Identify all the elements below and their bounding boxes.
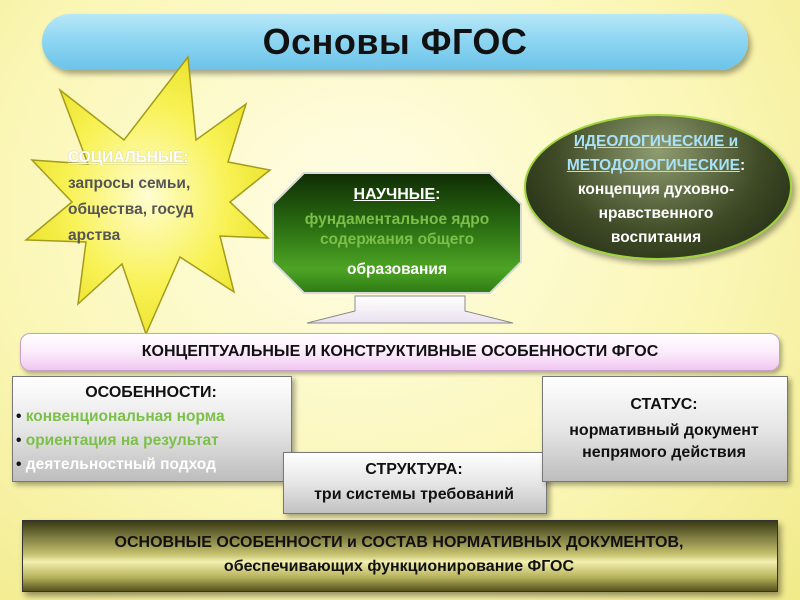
ideological-title-colon: : (739, 157, 746, 174)
social-block: СОЦИАЛЬНЫЕ: запросы семьи, общества, гос… (68, 145, 248, 249)
features-title: ОСОБЕННОСТИ: (85, 384, 217, 401)
social-line: арства (68, 227, 121, 244)
ideological-block: ИДЕОЛОГИЧЕСКИЕ и МЕТОДОЛОГИЧЕСКИЕ: конце… (524, 130, 788, 250)
structure-title: СТРУКТУРА: (365, 461, 463, 478)
features-item-text: ориентация на результат (25, 432, 219, 449)
social-title: СОЦИАЛЬНЫЕ: (68, 149, 189, 166)
social-line: запросы семьи, (68, 175, 191, 192)
status-box (542, 376, 788, 482)
bullet: • (16, 432, 22, 449)
bottom-line-1: ОСНОВНЫЕ ОСОБЕННОСТИ и СОСТАВ НОРМАТИВНЫ… (114, 534, 684, 551)
structure-text: три системы требований (314, 486, 514, 503)
features-item: • ориентация на результат (16, 432, 292, 450)
ideological-line: воспитания (610, 229, 702, 246)
ideological-ellipse (524, 114, 792, 260)
status-title: СТАТУС: (630, 396, 698, 413)
bottom-line-2: обеспечивающих функционирование ФГОС (223, 558, 575, 575)
bullet: • (16, 456, 22, 473)
ideological-line: нравственного (598, 205, 714, 222)
ideological-line: концепция духовно- (577, 181, 735, 198)
bottom-banner (22, 520, 778, 592)
scientific-text-green: фундаментальное ядро содержания общего (272, 210, 522, 250)
page-title: Основы ФГОС (262, 21, 528, 62)
conceptual-text: КОНЦЕПТУАЛЬНЫЕ И КОНСТРУКТИВНЫЕ ОСОБЕННО… (141, 343, 659, 360)
features-box (12, 376, 292, 482)
structure-box (283, 452, 547, 514)
status-text: нормативный документ непрямого действия (542, 420, 786, 464)
scientific-text-white: образования (347, 261, 447, 278)
scientific-title-label: НАУЧНЫЕ (353, 186, 436, 203)
scientific-line: фундаментальное ядро (304, 211, 490, 228)
ideological-title-1: ИДЕОЛОГИЧЕСКИЕ и (573, 133, 739, 150)
features-item: • деятельностный подход (16, 456, 292, 474)
features-item-text: деятельностный подход (25, 456, 216, 473)
social-line: общества, госуд (68, 201, 194, 218)
pedestal-shape (306, 295, 514, 324)
status-line: нормативный документ (569, 422, 759, 439)
title-banner: Основы ФГОС (42, 14, 748, 70)
scientific-title-colon: : (435, 186, 441, 203)
scientific-line: содержания общего (319, 231, 475, 248)
features-item-text: конвенциональная норма (25, 408, 225, 425)
bullet: • (16, 408, 22, 425)
status-line: непрямого действия (582, 444, 746, 461)
scientific-octagon-shape (272, 172, 522, 294)
conceptual-banner: КОНЦЕПТУАЛЬНЫЕ И КОНСТРУКТИВНЫЕ ОСОБЕННО… (20, 333, 780, 371)
scientific-title: НАУЧНЫЕ: (272, 186, 522, 204)
features-item: • конвенциональная норма (16, 408, 292, 426)
ideological-title-2: МЕТОДОЛОГИЧЕСКИЕ (566, 157, 740, 174)
